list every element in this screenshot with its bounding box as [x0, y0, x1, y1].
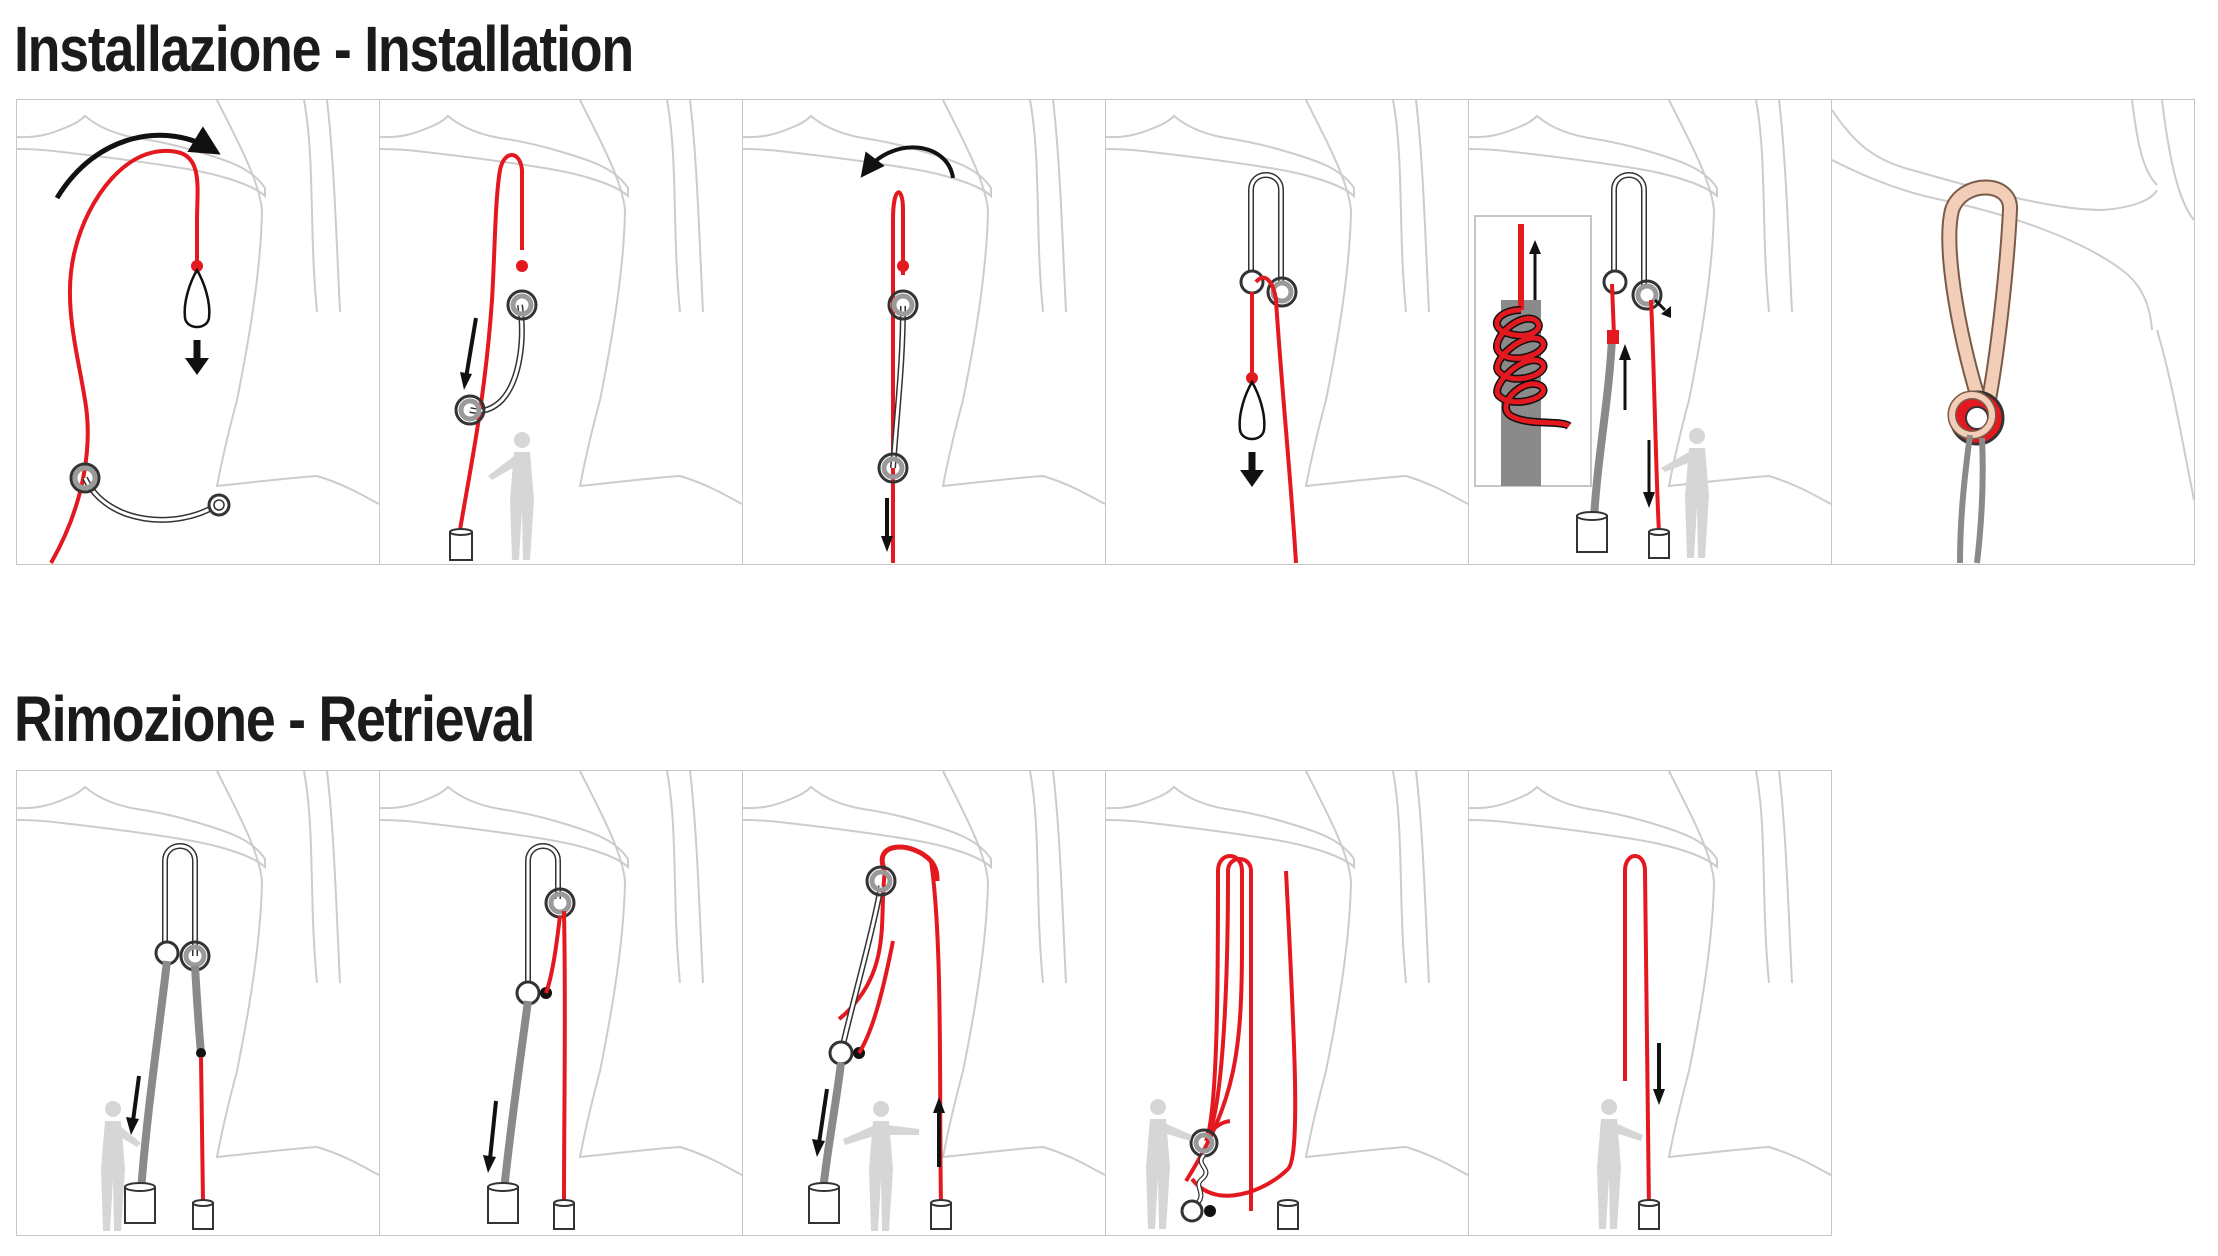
throwline-red: [1184, 854, 1244, 1183]
person-figure: [1661, 428, 1709, 558]
knot-inset: [1474, 215, 1592, 487]
retrieval-steps: [16, 770, 1832, 1236]
rope-grey: [819, 1062, 845, 1192]
throwline-red: [891, 190, 905, 563]
installation-step-1-panel: [16, 99, 380, 565]
retrieval-step-4-panel: [1105, 770, 1469, 1236]
retrieval-heading: Rimozione - Retrieval: [14, 683, 535, 755]
throwline-red: [1649, 299, 1661, 533]
rope-grey: [500, 1000, 532, 1192]
installation-steps: [16, 99, 2195, 565]
installation-step-3-panel: [742, 99, 1106, 565]
throwline-red: [879, 844, 940, 882]
retrieval-step-1-panel: [16, 770, 380, 1236]
rope-bag-large: [124, 1186, 156, 1224]
installation-heading: Installazione - Installation: [14, 13, 634, 85]
sling-white: [1248, 172, 1284, 285]
retrieval-step-5-panel: [1468, 770, 1832, 1236]
throwbag: [183, 267, 211, 329]
person-figure: [1597, 1099, 1643, 1229]
person-figure: [488, 432, 534, 560]
throwline-red: [1623, 854, 1651, 1212]
rope-grey: [1590, 337, 1616, 521]
retrieval-step-2-panel: [379, 770, 743, 1236]
installation-step-2-panel: [379, 99, 743, 565]
person-figure: [101, 1101, 141, 1231]
throwline-red: [458, 153, 524, 531]
person-figure: [1146, 1099, 1192, 1229]
installation-step-6-panel: [1831, 99, 2195, 565]
rope-bag: [449, 531, 473, 561]
retrieval-step-3-panel: [742, 770, 1106, 1236]
rope-grey: [137, 960, 171, 1192]
rope-bag-large: [1576, 515, 1608, 553]
throwline-red: [49, 148, 200, 564]
throw-arrow: [54, 126, 221, 200]
throwline-red: [199, 1056, 205, 1202]
pull-arrow: [860, 145, 955, 179]
throwbag: [1238, 379, 1266, 441]
rope-bag-large: [487, 1186, 519, 1224]
sling-white: [469, 304, 525, 414]
sling-white: [1611, 172, 1647, 285]
throwline-red: [1254, 275, 1298, 564]
person-figure: [843, 1101, 919, 1231]
installation-step-4-panel: [1105, 99, 1469, 565]
sling-white: [162, 843, 198, 956]
throwline-red: [544, 915, 562, 994]
rope-bag-large: [808, 1186, 840, 1224]
installation-step-5-panel: [1468, 99, 1832, 565]
rope-grey: [1957, 434, 1973, 564]
